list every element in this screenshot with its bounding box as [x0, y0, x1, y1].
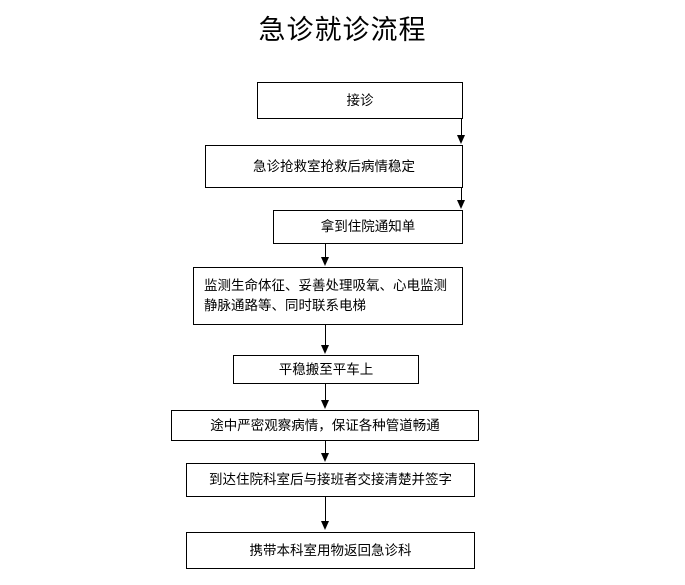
- flow-node-observe-during-transport: 途中严密观察病情，保证各种管道畅通: [171, 410, 479, 441]
- flow-arrow-6-to-7: [321, 441, 329, 463]
- flow-arrow-1-to-2: [457, 119, 465, 144]
- flow-node-label: 平稳搬至平车上: [278, 361, 374, 378]
- flow-node-return-to-emergency: 携带本科室用物返回急诊科: [186, 532, 475, 569]
- flow-node-label: 监测生命体征、妥善处理吸氧、心电监测 静脉通路等、同时联系电梯: [204, 278, 447, 314]
- flow-node-label: 急诊抢救室抢救后病情稳定: [253, 158, 415, 175]
- flow-node-emergency-resuscitation: 急诊抢救室抢救后病情稳定: [205, 145, 463, 188]
- flow-arrow-4-to-5: [321, 325, 329, 355]
- flow-node-handover-and-sign: 到达住院科室后与接班者交接清楚并签字: [186, 463, 475, 497]
- flow-node-admission-notice: 拿到住院通知单: [273, 210, 463, 244]
- flow-arrow-2-to-3: [457, 188, 465, 210]
- flow-node-reception: 接诊: [257, 82, 463, 119]
- flow-arrow-3-to-4: [321, 244, 329, 267]
- flow-node-transfer-to-trolley: 平稳搬至平车上: [233, 355, 419, 384]
- flow-node-label: 途中严密观察病情，保证各种管道畅通: [210, 417, 440, 434]
- page-title: 急诊就诊流程: [258, 15, 427, 46]
- flow-node-label: 拿到住院通知单: [320, 219, 416, 235]
- flow-node-label: 携带本科室用物返回急诊科: [249, 542, 412, 559]
- flow-arrow-7-to-8: [321, 497, 329, 531]
- flow-node-monitoring-preparation: 监测生命体征、妥善处理吸氧、心电监测 静脉通路等、同时联系电梯: [193, 267, 463, 325]
- flow-node-label: 接诊: [346, 92, 374, 109]
- flow-node-label: 到达住院科室后与接班者交接清楚并签字: [209, 472, 452, 488]
- flow-arrow-5-to-6: [321, 384, 329, 410]
